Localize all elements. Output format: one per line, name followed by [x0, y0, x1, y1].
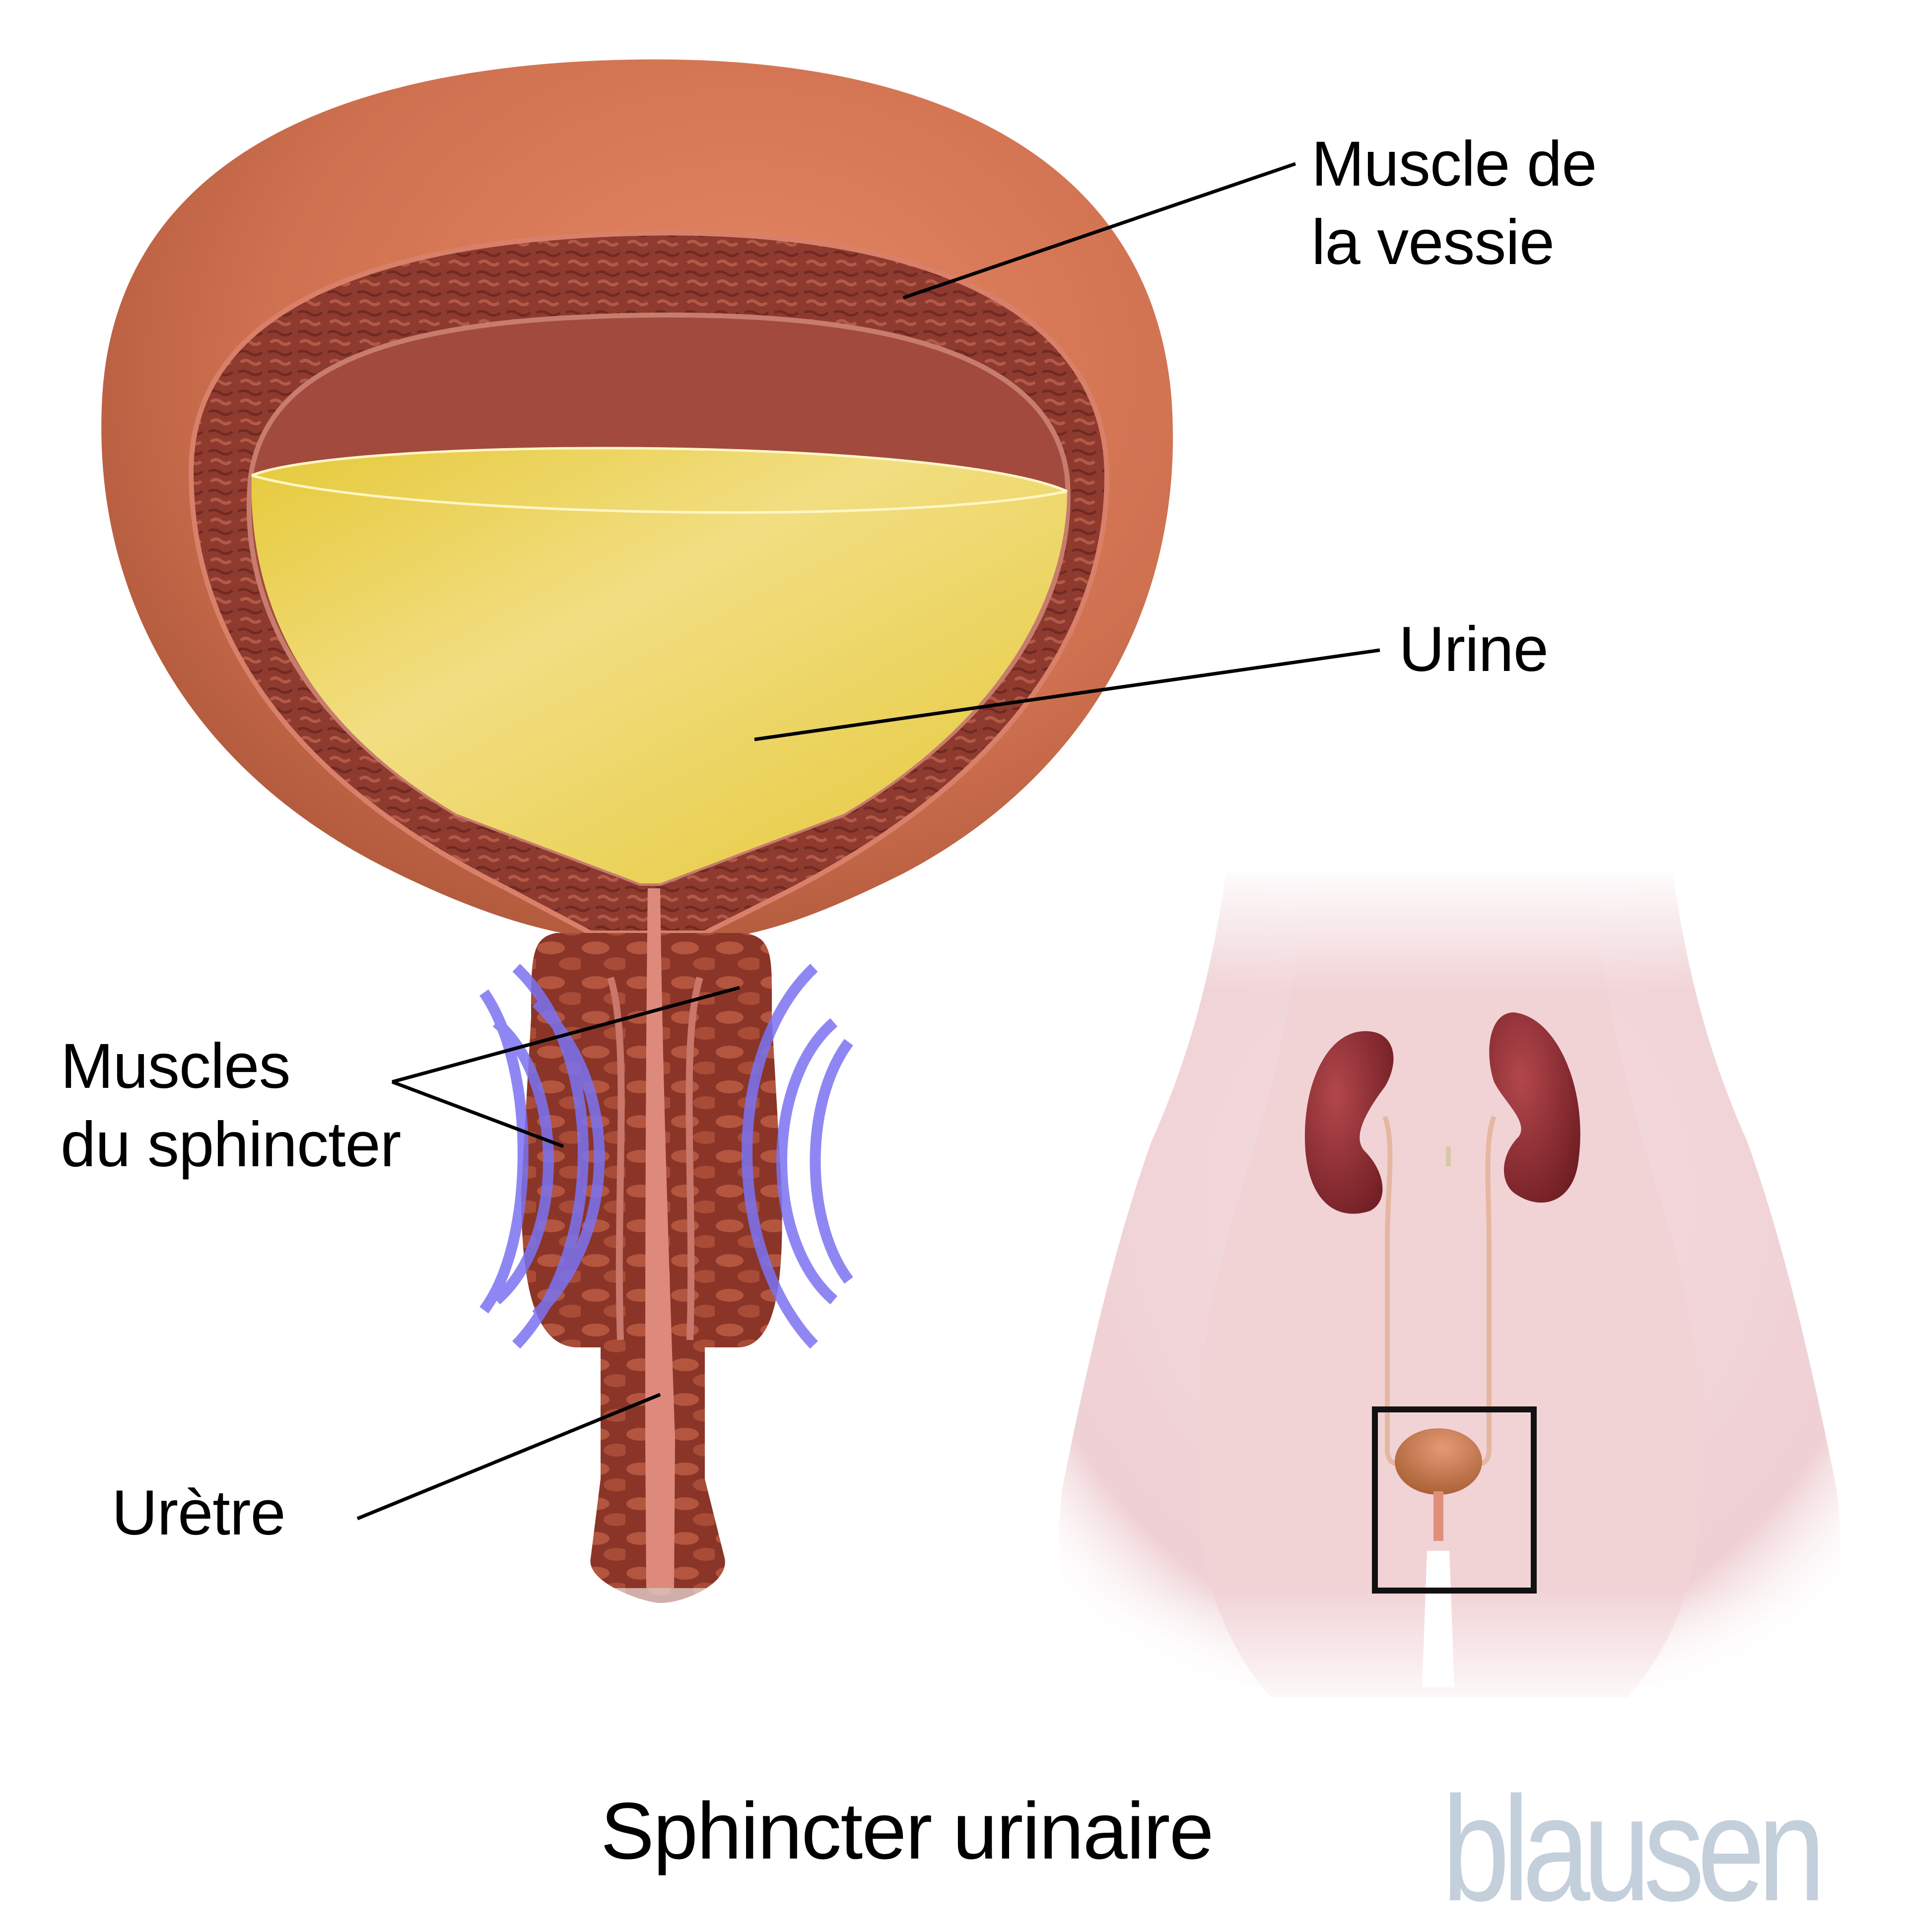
label-sphincter-muscles-line1: Muscles [61, 1031, 290, 1102]
brand-logo: blausen [1442, 1765, 1826, 1932]
label-bladder-muscle-line1: Muscle de [1311, 129, 1597, 200]
female-torso-illustration [1042, 864, 1866, 1717]
sphincter-contraction-waves [479, 964, 853, 1349]
figure-title: Sphincter urinaire [601, 1786, 1214, 1876]
label-bladder-muscle: Muscle de la vessie [1311, 125, 1597, 282]
label-urine: Urine [1399, 614, 1549, 685]
label-sphincter-muscles-line2: du sphincter [61, 1109, 401, 1180]
label-urethra: Urètre [112, 1477, 286, 1548]
bladder-cross-section-illustration [101, 59, 1173, 1633]
kidney-left [1304, 1031, 1394, 1214]
label-sphincter-muscles: Muscles du sphincter [61, 1027, 401, 1184]
inset-highlight-box [1372, 1406, 1537, 1594]
label-bladder-muscle-line2: la vessie [1311, 207, 1555, 278]
bladder-mini [1395, 1428, 1482, 1495]
leader-lines [356, 162, 1380, 1521]
kidney-right [1489, 1012, 1580, 1203]
